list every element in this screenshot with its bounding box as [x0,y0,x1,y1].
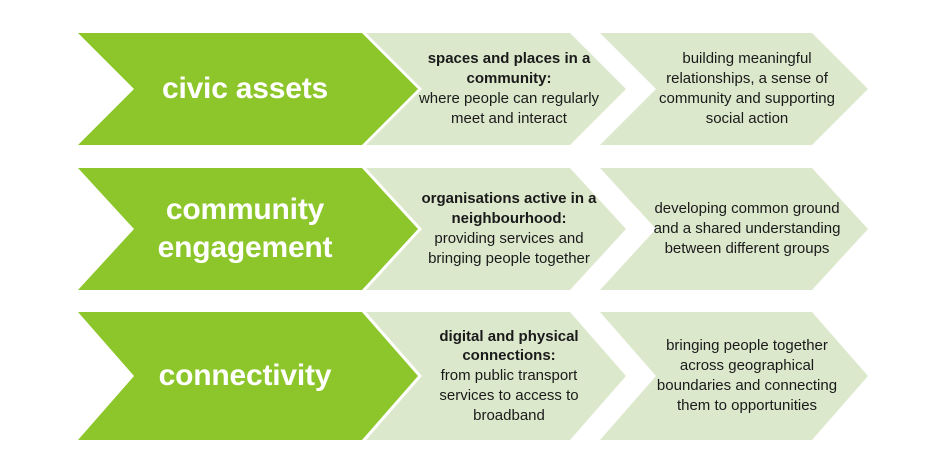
diagram-row-community-engagement: community engagement organisations activ… [0,168,930,290]
primary-chevron-community-engagement[interactable]: community engagement [78,168,418,290]
tertiary-body-text: developing common ground and a shared un… [653,200,841,257]
tertiary-body-text: bringing people together across geograph… [656,337,838,414]
chevron-shape-secondary [366,33,626,145]
primary-chevron-label: civic assets [134,33,356,145]
secondary-body-text: from public transport services to access… [439,367,579,424]
primary-chevron-connectivity[interactable]: connectivity [78,312,418,440]
secondary-body-text: providing services and bringing people t… [428,230,590,267]
diagram-row-civic-assets: civic assets spaces and places in a comm… [0,33,930,145]
primary-title-text: connectivity [158,358,332,392]
tertiary-chevron-label: building meaningful relationships, a sen… [652,33,842,145]
diagram-row-connectivity: connectivity digital and physical connec… [0,312,930,440]
secondary-chevron-community-engagement[interactable]: organisations active in a neighbourhood:… [366,168,626,290]
secondary-lead-text: spaces and places in a community: [427,50,591,88]
tertiary-chevron-label: bringing people together across geograph… [652,312,842,440]
secondary-lead-text: organisations active in a neighbourhood: [421,190,597,228]
chevron-shape-secondary [366,312,626,440]
tertiary-chevron-connectivity[interactable]: bringing people together across geograph… [600,312,868,440]
tertiary-chevron-label: developing common ground and a shared un… [652,168,842,290]
tertiary-chevron-community-engagement[interactable]: developing common ground and a shared un… [600,168,868,290]
chevron-shape-primary [78,33,418,145]
secondary-lead-text: digital and physical connections: [439,327,579,365]
chevron-shape-tertiary [600,168,868,290]
tertiary-chevron-civic-assets[interactable]: building meaningful relationships, a sen… [600,33,868,145]
primary-title-text: civic assets [161,71,329,105]
primary-chevron-label: connectivity [134,312,356,440]
secondary-chevron-label: spaces and places in a community: where … [414,33,604,145]
secondary-chevron-civic-assets[interactable]: spaces and places in a community: where … [366,33,626,145]
chevron-shape-tertiary [600,312,868,440]
secondary-body-text: where people can regularly meet and inte… [418,90,600,127]
primary-title-text: community engagement [157,192,333,264]
chevron-shape-secondary [366,168,626,290]
primary-chevron-label: community engagement [134,168,356,290]
chevron-shape-primary [78,312,418,440]
primary-chevron-civic-assets[interactable]: civic assets [78,33,418,145]
secondary-chevron-connectivity[interactable]: digital and physical connections: from p… [366,312,626,440]
chevron-shape-tertiary [600,33,868,145]
secondary-chevron-label: digital and physical connections: from p… [414,312,604,440]
chevron-shape-primary [78,168,418,290]
secondary-chevron-label: organisations active in a neighbourhood:… [414,168,604,290]
tertiary-body-text: building meaningful relationships, a sen… [659,50,835,127]
